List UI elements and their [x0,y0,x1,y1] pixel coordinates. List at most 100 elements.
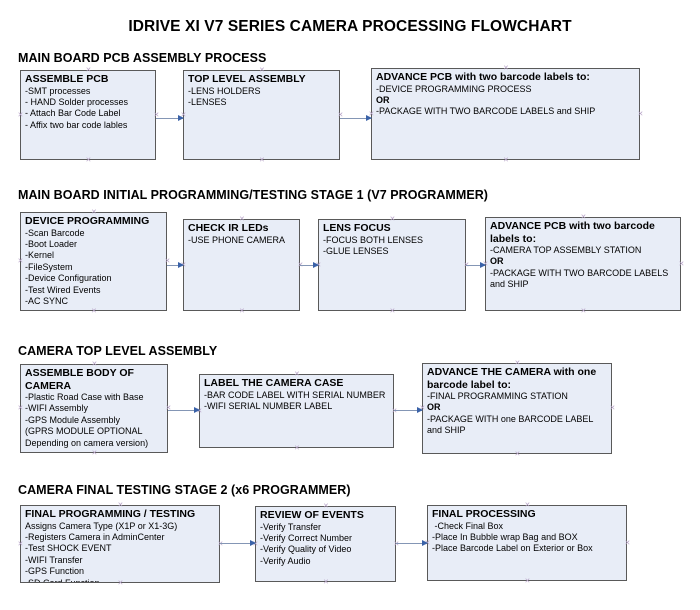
selection-handle-icon[interactable]: ✕ [637,110,644,118]
selection-handle-icon[interactable]: ✕ [85,156,92,164]
node-line: Depending on camera version) [25,437,149,448]
selection-handle-icon[interactable]: ✕ [389,307,396,315]
process-node[interactable]: LABEL THE CAMERA CASE-BAR CODE LABEL WIT… [199,374,394,448]
selection-handle-icon[interactable]: ✕ [389,215,396,223]
selection-handle-icon[interactable]: ✕ [117,501,124,509]
process-node[interactable]: ADVANCE THE CAMERA with one barcode labe… [422,363,612,454]
node-line: -FOCUS BOTH LENSES [323,234,424,245]
selection-handle-icon[interactable]: ✕ [323,578,329,586]
node-line: -Place Barcode Label on Exterior or Box [432,543,593,554]
selection-handle-icon[interactable]: ✕ [217,540,224,548]
node-line: -Test Wired Events [25,284,101,295]
selection-handle-icon[interactable]: ✕ [165,405,172,412]
selection-handle-icon[interactable]: ✕ [524,577,531,585]
node-line: -WIFI SERIAL NUMBER LABEL [204,400,333,411]
selection-handle-icon[interactable]: ✕ [609,405,616,412]
selection-handle-icon[interactable]: ✕ [678,260,685,268]
selection-handle-icon[interactable]: ✕ [117,579,124,587]
node-title: TOP LEVEL ASSEMBLY [188,73,306,85]
selection-handle-icon[interactable]: ✕ [368,110,375,118]
selection-handle-icon[interactable]: ✕ [91,360,98,368]
selection-handle-icon[interactable]: ✕ [259,156,265,164]
selection-handle-icon[interactable]: ✕ [323,502,329,510]
process-node[interactable]: ASSEMBLE PCB-SMT processes- HAND Solder … [20,70,156,160]
process-node[interactable]: LENS FOCUS-FOCUS BOTH LENSES-GLUE LENSES [318,219,466,311]
node-line: -Plastic Road Case with Base [25,392,144,402]
selection-handle-icon[interactable]: ✕ [503,156,509,164]
node-line: -SD Card Function [25,577,100,583]
selection-handle-icon[interactable]: ✕ [624,539,631,547]
node-title: FINAL PROGRAMMING / TESTING [25,508,196,520]
selection-handle-icon[interactable]: ✕ [91,208,97,216]
selection-handle-icon[interactable]: ✕ [239,215,245,223]
node-title: CHECK IR LEDs [188,222,269,234]
flow-arrow-icon [466,262,486,268]
selection-handle-icon[interactable]: ✕ [91,449,98,457]
process-node[interactable]: ADVANCE PCB with two barcode labels to:-… [371,68,640,160]
node-line: -GLUE LENSES [323,245,389,256]
selection-handle-icon[interactable]: ✕ [153,111,160,119]
selection-handle-icon[interactable]: ✕ [393,540,400,548]
selection-handle-icon[interactable]: ✕ [17,111,24,119]
process-node[interactable]: DEVICE PROGRAMMING-Scan Barcode-Boot Loa… [20,212,167,311]
node-line: -AC SYNC [25,295,69,306]
flow-arrow-icon [394,407,423,413]
selection-handle-icon[interactable]: ✕ [580,213,587,221]
selection-handle-icon[interactable]: ✕ [85,66,92,74]
selection-handle-icon[interactable]: ✕ [524,501,531,509]
node-title: ADVANCE PCB with two barcode labels to: [376,71,590,83]
section-header: MAIN BOARD INITIAL PROGRAMMING/TESTING S… [18,188,489,202]
node-line: - Affix two bar code lables [25,119,128,130]
selection-handle-icon[interactable]: ✕ [503,64,509,72]
process-node[interactable]: CHECK IR LEDs-USE PHONE CAMERA [183,219,300,311]
node-line: -Boot Loader [25,238,78,249]
node-title: ADVANCE THE CAMERA with one barcode labe… [427,366,600,391]
node-line: -Check Final Box [432,520,504,531]
node-line: -PACKAGE WITH TWO BARCODE LABELS and SHI… [376,106,596,117]
selection-handle-icon[interactable]: ✕ [514,450,521,458]
node-line: -GPS Function [25,566,85,577]
node-line: -Registers Camera in AdminCenter [25,531,165,542]
selection-handle-icon[interactable]: ✕ [17,258,24,265]
process-node[interactable]: REVIEW OF EVENTS-Verify Transfer-Verify … [255,506,396,582]
node-line: -Test SHOCK EVENT [25,543,112,554]
process-node[interactable]: TOP LEVEL ASSEMBLY-LENS HOLDERS-LENSES [183,70,340,160]
node-line: -WIFI Assembly [25,403,89,414]
selection-handle-icon[interactable]: ✕ [294,370,300,378]
selection-handle-icon[interactable]: ✕ [17,405,24,412]
node-line: -DEVICE PROGRAMMING PROCESS [376,83,532,94]
selection-handle-icon[interactable]: ✕ [391,407,398,415]
node-line: OR [376,94,390,105]
selection-handle-icon[interactable]: ✕ [580,307,587,315]
section-header: CAMERA TOP LEVEL ASSEMBLY [18,344,218,358]
node-line: -Kernel [25,250,55,261]
selection-handle-icon[interactable]: ✕ [17,540,24,548]
flow-arrow-icon [396,540,428,546]
selection-handle-icon[interactable]: ✕ [294,444,300,452]
node-title: ADVANCE PCB with two barcode labels to: [490,220,658,245]
section-header: MAIN BOARD PCB ASSEMBLY PROCESS [18,51,267,65]
node-line: -LENSES [188,96,227,107]
process-node[interactable]: ADVANCE PCB with two barcode labels to: -… [485,217,681,311]
node-line: -SMT processes [25,85,91,96]
selection-handle-icon[interactable]: ✕ [259,66,265,74]
selection-handle-icon[interactable]: ✕ [164,258,171,265]
node-title: ASSEMBLE BODY OF CAMERA [25,367,137,392]
selection-handle-icon[interactable]: ✕ [91,307,97,315]
node-line: -PACKAGE WITH TWO BARCODE LABELS and SHI… [490,267,671,290]
flow-arrow-icon [167,262,184,268]
node-line: -FINAL PROGRAMMING STATION [427,391,568,401]
node-line: -USE PHONE CAMERA [188,234,286,245]
selection-handle-icon[interactable]: ✕ [514,359,521,367]
node-line: Assigns Camera Type (X1P or X1-3G) [25,520,178,531]
selection-handle-icon[interactable]: ✕ [337,111,344,119]
process-node[interactable]: ASSEMBLE BODY OF CAMERA-Plastic Road Cas… [20,364,168,453]
node-line: OR [427,402,441,413]
node-line: (GPRS MODULE OPTIONAL [25,426,143,437]
node-line: -Verify Quality of Video [260,544,352,555]
node-line: OR [490,256,504,267]
process-node[interactable]: FINAL PROCESSING -Check Final Box-Place … [427,505,627,581]
flow-arrow-icon [340,115,372,121]
selection-handle-icon[interactable]: ✕ [239,307,245,315]
